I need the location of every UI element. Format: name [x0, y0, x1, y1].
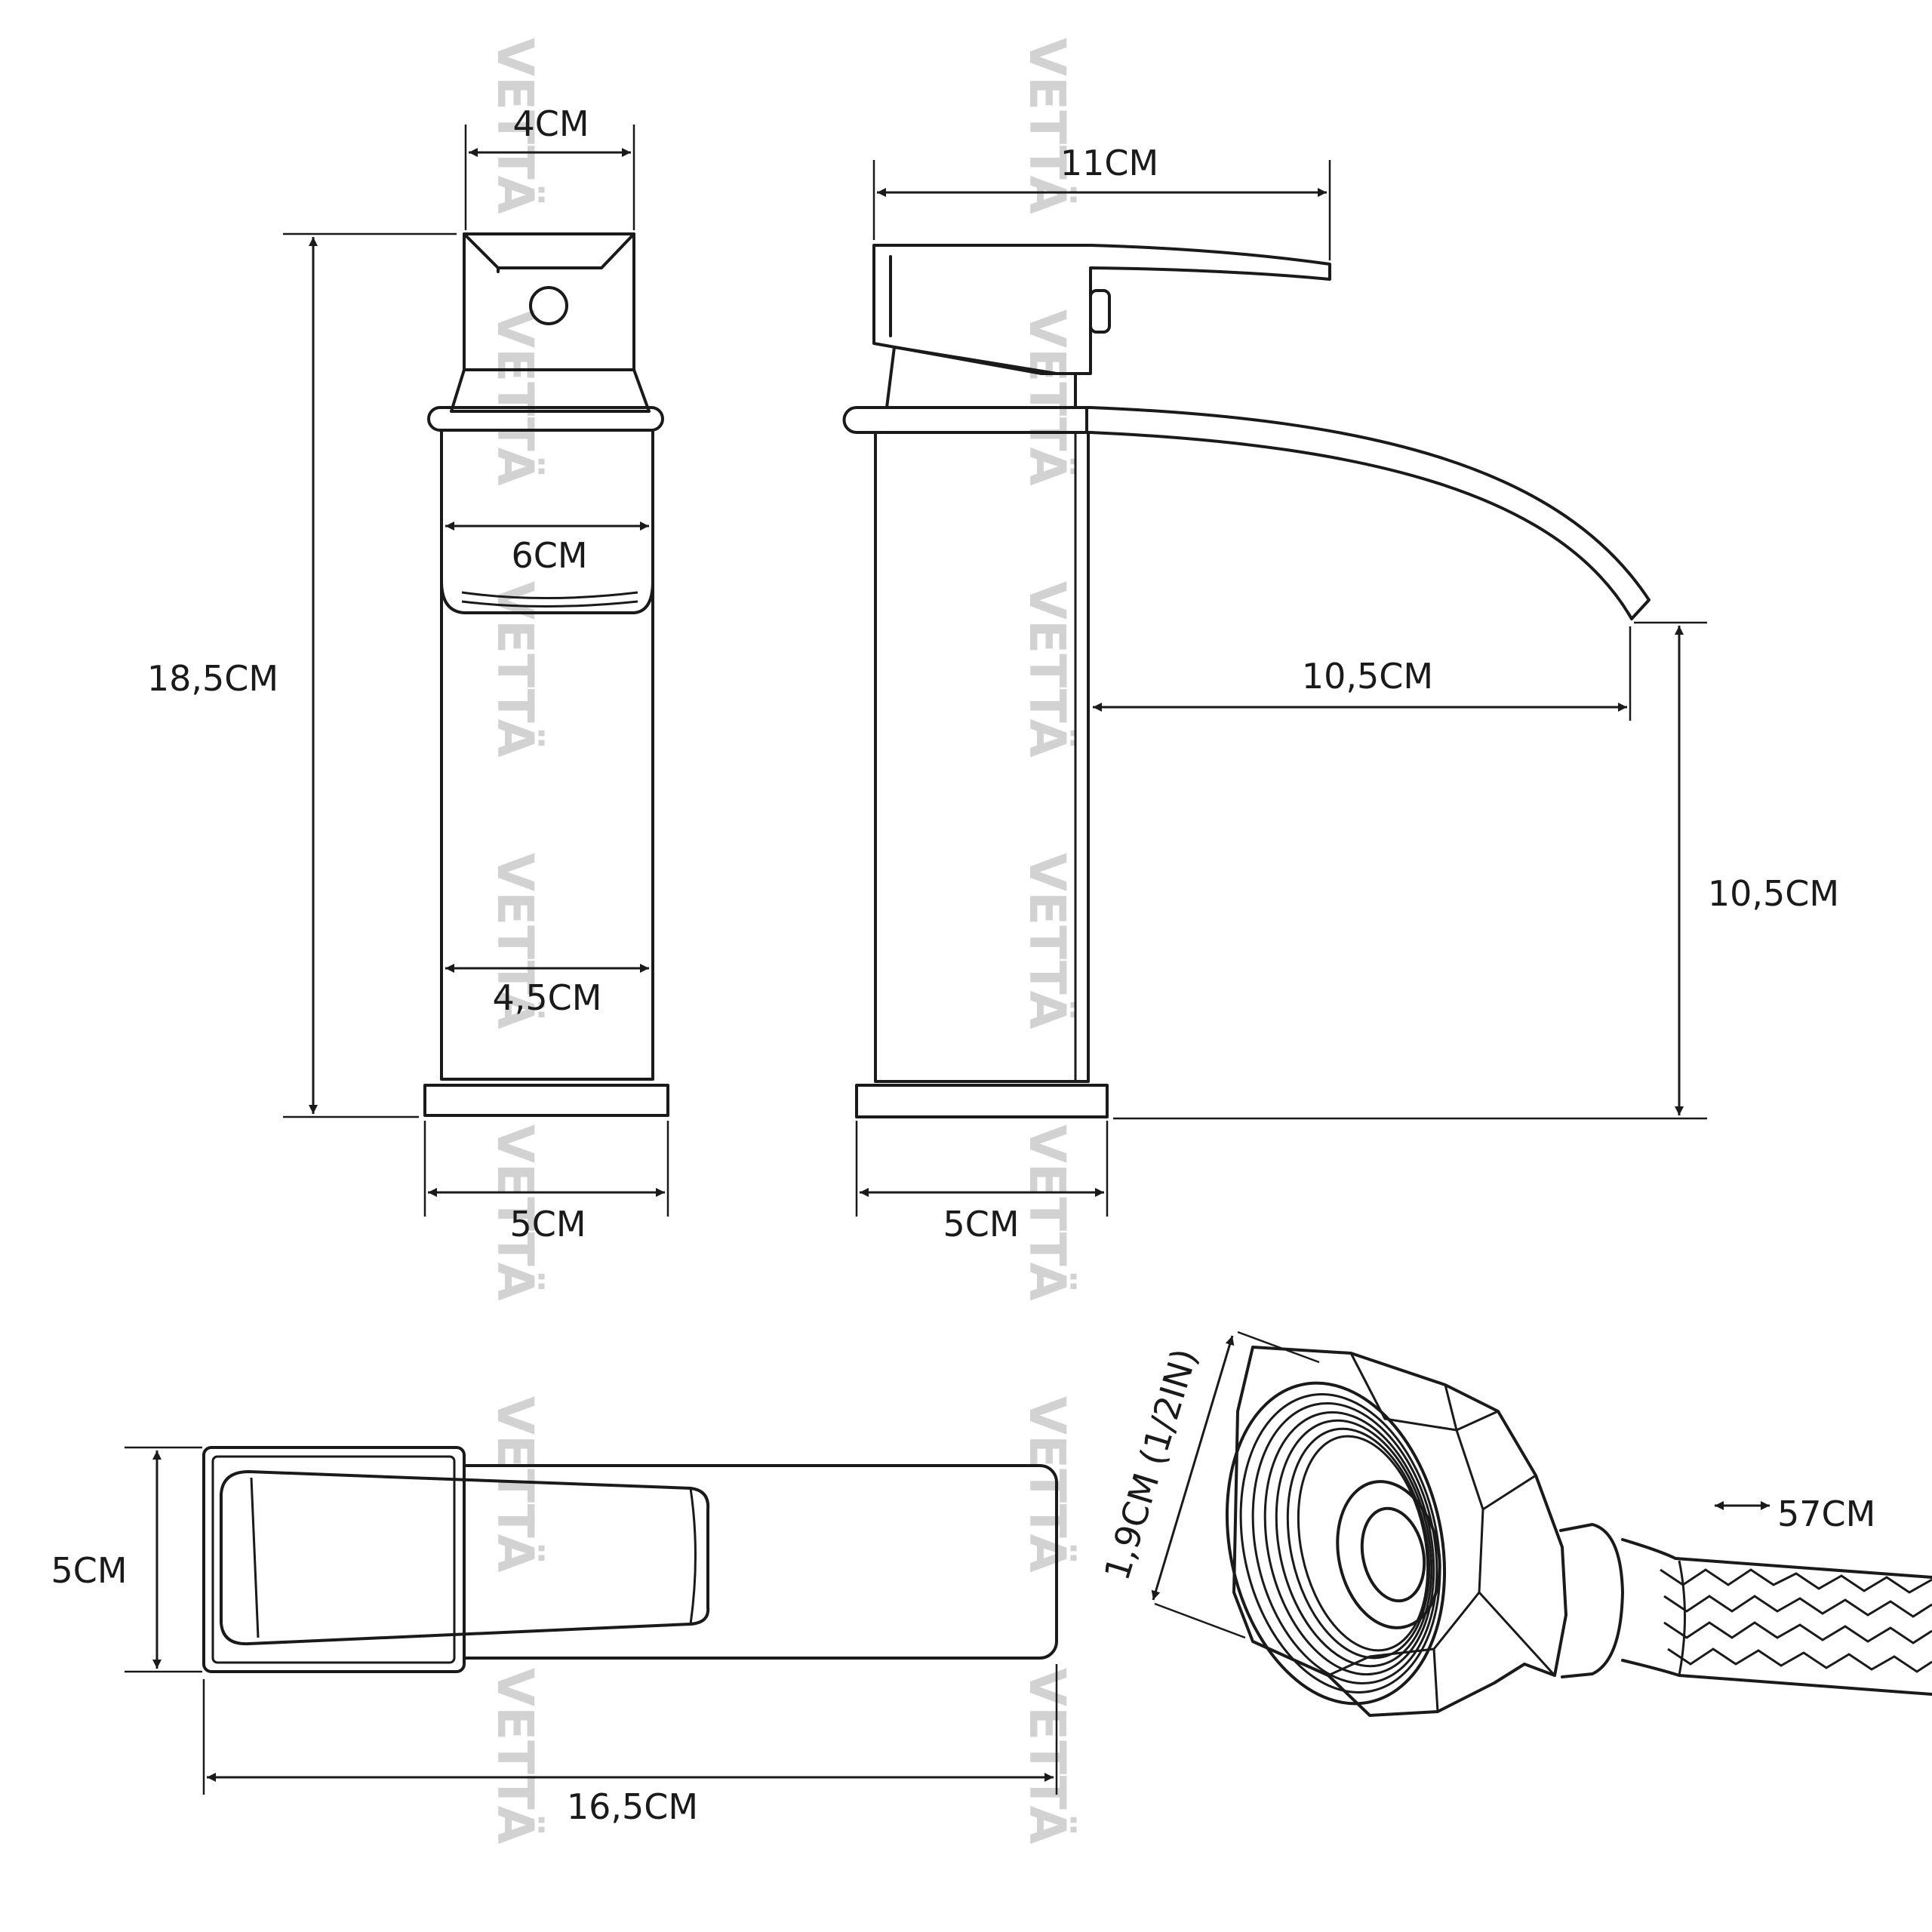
top-view	[202, 1446, 1058, 1673]
front-dimensions: 4CM 18,5CM 6CM 4,5CM 5CM	[147, 103, 669, 1244]
watermark-text: VETTÄ	[1018, 309, 1077, 486]
watermark-layer: VETTÄ VETTÄ VETTÄ VETTÄ VETTÄ VETTÄ VETT…	[486, 38, 1077, 1844]
watermark-text: VETTÄ	[1018, 1124, 1077, 1301]
dim-label-front-total-height: 18,5CM	[147, 658, 278, 699]
hose-dimensions: 1,9CM (1/2IN) 57CM	[1096, 1331, 1875, 1639]
side-view	[842, 244, 1651, 1118]
dim-label-top-length: 16,5CM	[567, 1786, 698, 1827]
watermark-text: VETTÄ	[486, 853, 545, 1029]
dim-label-side-spout-height: 10,5CM	[1708, 873, 1839, 914]
dim-label-hose-thread: 1,9CM (1/2IN)	[1096, 1344, 1204, 1585]
watermark-text: VETTÄ	[1018, 581, 1077, 758]
dim-label-front-body-upper: 6CM	[511, 535, 587, 576]
side-dimensions: 11CM 10,5CM 10,5CM 5CM	[855, 143, 1839, 1244]
watermark-text: VETTÄ	[1018, 853, 1077, 1029]
dim-label-front-base: 5CM	[509, 1204, 586, 1244]
watermark-text: VETTÄ	[1018, 38, 1077, 214]
dim-label-side-reach-top: 11CM	[1060, 143, 1158, 183]
dim-label-front-body-lower: 4,5CM	[493, 977, 602, 1018]
dim-label-side-spout-reach: 10,5CM	[1302, 656, 1433, 697]
top-dimensions: 5CM 16,5CM	[51, 1446, 1058, 1827]
watermark-text: VETTÄ	[486, 38, 545, 214]
watermark-text: VETTÄ	[1018, 1668, 1077, 1844]
front-view	[423, 232, 669, 1117]
dim-label-top-depth: 5CM	[51, 1550, 127, 1591]
dim-label-front-top-width: 4CM	[512, 103, 589, 144]
watermark-text: VETTÄ	[486, 309, 545, 486]
watermark-text: VETTÄ	[486, 1124, 545, 1301]
dim-label-side-base: 5CM	[943, 1204, 1019, 1244]
watermark-text: VETTÄ	[1018, 1396, 1077, 1573]
hose-fitting	[1225, 1346, 1932, 1717]
watermark-text: VETTÄ	[486, 1396, 545, 1573]
watermark-text: VETTÄ	[486, 581, 545, 758]
dim-label-hose-length: 57CM	[1777, 1494, 1875, 1534]
watermark-text: VETTÄ	[486, 1668, 545, 1844]
